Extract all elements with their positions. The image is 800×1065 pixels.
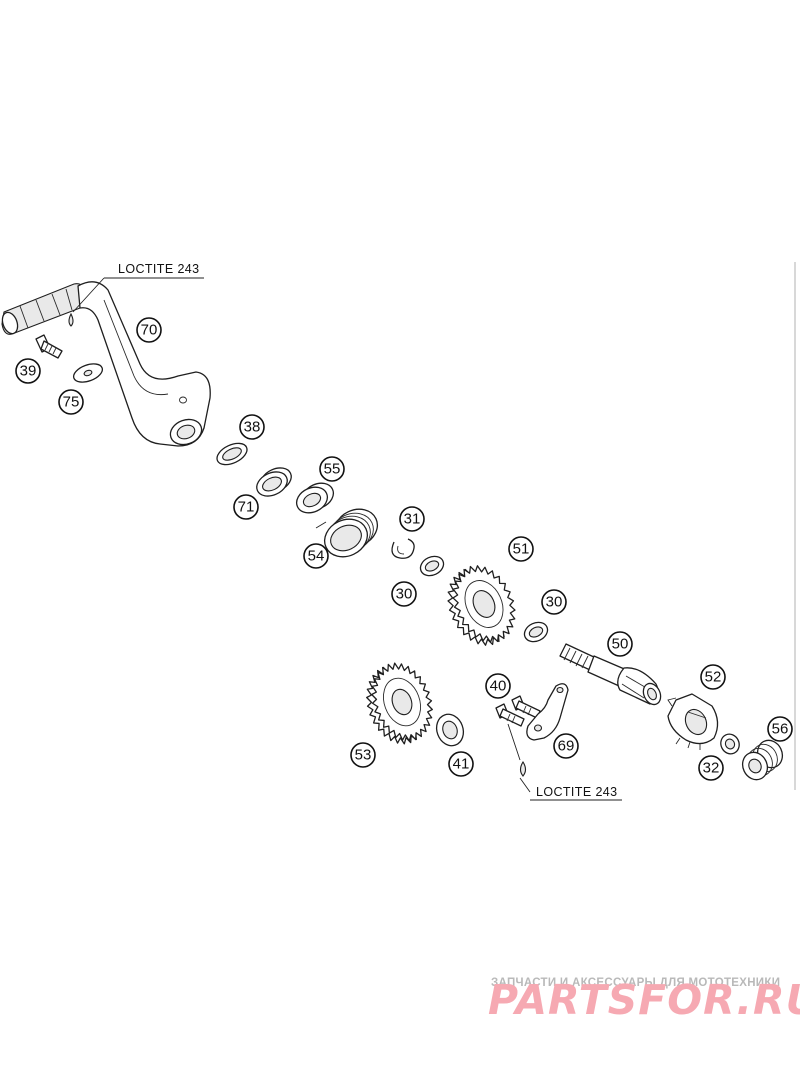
svg-text:30: 30 bbox=[546, 594, 563, 611]
svg-text:41: 41 bbox=[453, 756, 470, 773]
loctite-note-bottom-text: LOCTITE 243 bbox=[536, 785, 618, 799]
svg-text:56: 56 bbox=[772, 721, 789, 738]
ratchet-part bbox=[667, 693, 719, 750]
callout-30: 30 bbox=[541, 589, 567, 615]
svg-text:32: 32 bbox=[703, 760, 720, 777]
stop-bracket-part bbox=[526, 683, 569, 741]
callout-55: 55 bbox=[319, 456, 345, 482]
bolt-part bbox=[35, 334, 63, 359]
kick-spring-part bbox=[315, 508, 378, 558]
svg-text:75: 75 bbox=[63, 394, 80, 411]
svg-text:40: 40 bbox=[490, 678, 507, 695]
idler-gear-part bbox=[366, 662, 433, 745]
svg-text:51: 51 bbox=[513, 541, 530, 558]
svg-text:30: 30 bbox=[396, 586, 413, 603]
kick-lever-part bbox=[1, 281, 211, 447]
loctite-note-bottom: LOCTITE 243 bbox=[530, 785, 622, 801]
kick-lever-grip bbox=[1, 283, 87, 335]
watermark-logo: PARTSFOR.RU bbox=[488, 976, 800, 1024]
washer-part bbox=[435, 713, 465, 747]
callout-31: 31 bbox=[399, 506, 425, 532]
callout-39: 39 bbox=[15, 358, 41, 384]
callout-69: 69 bbox=[553, 733, 579, 759]
kickstarter-shaft-part bbox=[559, 643, 662, 706]
callout-56: 56 bbox=[767, 716, 793, 742]
callout-30: 30 bbox=[391, 581, 417, 607]
svg-text:71: 71 bbox=[238, 499, 255, 516]
thrust-washer-part bbox=[419, 555, 445, 577]
svg-text:52: 52 bbox=[705, 669, 722, 686]
washer-part bbox=[72, 363, 104, 383]
spring-guide-part bbox=[295, 482, 335, 514]
callout-38: 38 bbox=[239, 414, 265, 440]
callout-50: 50 bbox=[607, 631, 633, 657]
seal-ring-part bbox=[216, 442, 248, 466]
callout-53: 53 bbox=[350, 742, 376, 768]
callout-40: 40 bbox=[485, 673, 511, 699]
callout-51: 51 bbox=[508, 536, 534, 562]
svg-text:53: 53 bbox=[355, 747, 372, 764]
washer-small-part bbox=[720, 733, 740, 755]
svg-text:31: 31 bbox=[404, 511, 421, 528]
bushing-part bbox=[256, 467, 292, 497]
svg-text:55: 55 bbox=[324, 461, 341, 478]
svg-text:70: 70 bbox=[141, 322, 158, 339]
bolts-part bbox=[495, 695, 541, 793]
callout-54: 54 bbox=[303, 543, 329, 569]
watermark-tagline: ЗАПЧАСТИ И АКСЕССУАРЫ ДЛЯ МОТОТЕХНИКИ bbox=[491, 977, 780, 989]
svg-text:38: 38 bbox=[244, 419, 261, 436]
watermark: ЗАПЧАСТИ И АКСЕССУАРЫ ДЛЯ МОТОТЕХНИКИ PA… bbox=[488, 976, 800, 1024]
circlip-part bbox=[391, 538, 415, 559]
ratchet-spring-part bbox=[741, 739, 784, 781]
svg-text:69: 69 bbox=[558, 738, 575, 755]
callout-71: 71 bbox=[233, 494, 259, 520]
svg-text:54: 54 bbox=[308, 548, 325, 565]
callout-52: 52 bbox=[700, 664, 726, 690]
callout-41: 41 bbox=[448, 751, 474, 777]
svg-text:50: 50 bbox=[612, 636, 629, 653]
loctite-note-top-text: LOCTITE 243 bbox=[118, 262, 200, 276]
thrust-washer-part bbox=[523, 621, 549, 643]
callout-32: 32 bbox=[698, 755, 724, 781]
kick-gear-part bbox=[447, 565, 516, 646]
svg-text:39: 39 bbox=[20, 363, 37, 380]
loctite-note-top: LOCTITE 243 bbox=[72, 262, 204, 313]
callout-75: 75 bbox=[58, 389, 84, 415]
callout-70: 70 bbox=[136, 317, 162, 343]
